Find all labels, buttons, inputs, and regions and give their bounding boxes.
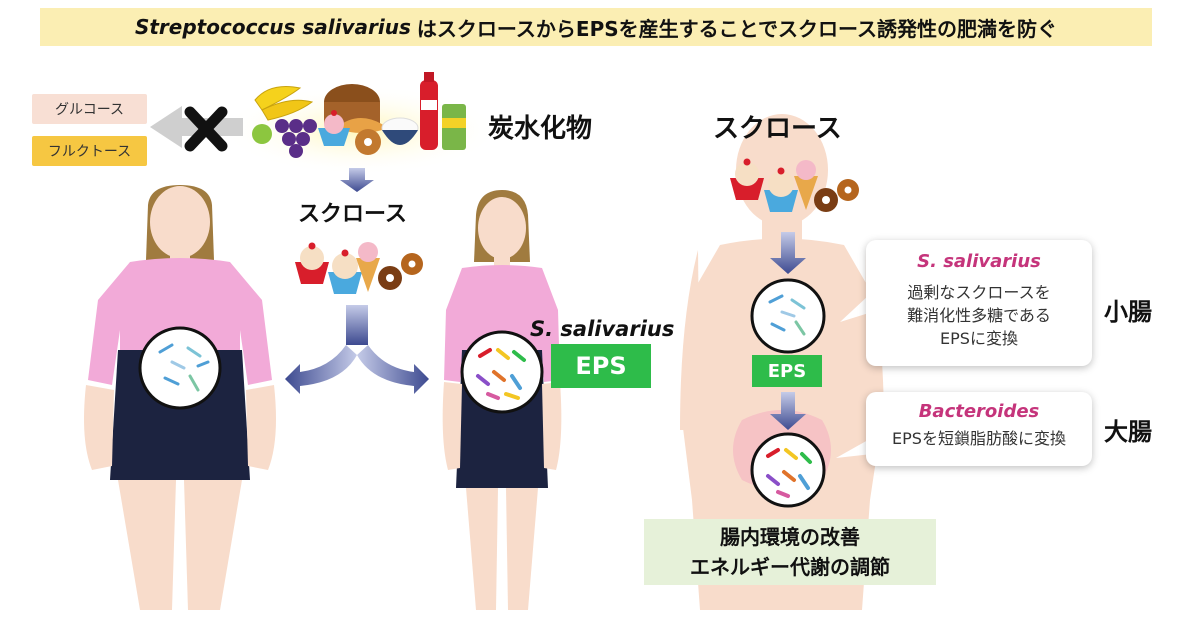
sucrose-sweets-right [730, 158, 859, 212]
fructose-box: フルクトース [32, 136, 147, 166]
glucose-label: グルコース [54, 102, 125, 118]
large-intestine-label: 大腸 [1104, 418, 1152, 446]
result-line1: 腸内環境の改善 [720, 525, 860, 549]
large-intestine-microbe-circle [750, 432, 826, 508]
callout-bacteroides: Bacteroides EPSを短鎖脂肪酸に変換 [866, 392, 1092, 466]
eps-box-middle: EPS [551, 344, 651, 388]
slim-woman-figure [442, 190, 562, 610]
down-arrow-carbs [340, 168, 374, 192]
callout2-tail [836, 440, 872, 458]
split-arrow [285, 305, 429, 394]
callout2-head: Bacteroides [918, 401, 1040, 422]
callout1-line2: 難消化性多糖である [907, 306, 1051, 325]
callout1-line1: 過剰なスクロースを [907, 283, 1051, 302]
s-salivarius-label: S. salivarius [530, 317, 675, 341]
sucrose-label-left: スクロース [298, 202, 407, 227]
title-text: はスクロースからEPSを産生することでスクロース誘発性の肥満を防ぐ [416, 16, 1058, 41]
callout1-head: S. salivarius [917, 251, 1041, 272]
eps-box-right: EPS [752, 355, 822, 387]
callout1-tail [840, 296, 872, 322]
down-arrow-right-1 [770, 232, 806, 274]
left-gray-arrow [150, 106, 243, 148]
small-intestine-microbe-circle [750, 278, 826, 354]
down-arrow-right-2 [770, 392, 806, 430]
eps-label-middle: EPS [575, 352, 627, 380]
sucrose-sweets-left [295, 242, 423, 294]
callout2-line1: EPSを短鎖脂肪酸に変換 [892, 429, 1066, 448]
carbohydrate-foods [252, 72, 466, 158]
eps-label-right: EPS [767, 360, 807, 382]
carbohydrate-label: 炭水化物 [488, 114, 593, 144]
glucose-box: グルコース [32, 94, 147, 124]
sucrose-label-right: スクロース [713, 114, 842, 144]
callout1-line3: EPSに変換 [940, 329, 1018, 348]
title-species: Streptococcus salivarius [134, 15, 411, 39]
small-intestine-label: 小腸 [1104, 298, 1152, 326]
result-line2: エネルギー代謝の調節 [690, 555, 890, 579]
obese-woman-figure [84, 185, 276, 610]
result-box: 腸内環境の改善 エネルギー代謝の調節 [644, 519, 936, 585]
cross-icon [184, 106, 228, 152]
callout-s-salivarius: S. salivarius 過剰なスクロースを 難消化性多糖である EPSに変換 [866, 240, 1092, 366]
fructose-label: フルクトース [47, 144, 132, 160]
title-banner: Streptococcus salivarius はスクロースからEPSを産生す… [40, 8, 1152, 46]
